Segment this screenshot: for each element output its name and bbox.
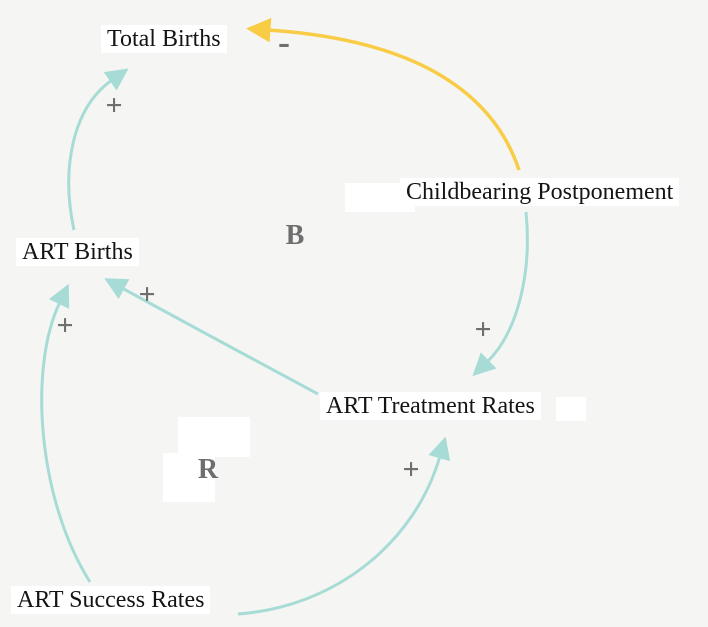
- edge-art-births-to-total-births: [67, 68, 129, 231]
- edge-art-success-to-art-births: [40, 283, 92, 583]
- loop-balancing-label: B: [285, 220, 305, 251]
- polarity-sign-art-treatment-to-art-births: +: [138, 278, 156, 311]
- node-art-success-rates: ART Success Rates: [11, 586, 211, 615]
- edge-childbearing-to-art-treatment: [472, 211, 529, 377]
- loop-reinforcing-label: R: [197, 454, 219, 485]
- polarity-sign-art-births-to-total-births: +: [105, 89, 123, 122]
- node-childbearing-postponement: Childbearing Postponement: [400, 178, 680, 207]
- polarity-sign-childbearing-to-art-treatment: +: [474, 313, 492, 346]
- polarity-sign-childbearing-to-total-births: -: [278, 22, 290, 62]
- node-art-treatment-rates: ART Treatment Rates: [320, 392, 541, 421]
- label-backdrop: [556, 397, 586, 421]
- edge-art-success-to-art-treatment: [237, 436, 451, 616]
- node-total-births: Total Births: [101, 25, 227, 54]
- edge-art-treatment-to-art-births: [104, 278, 319, 396]
- polarity-sign-art-success-to-art-treatment: +: [402, 453, 420, 486]
- label-backdrop: [163, 453, 215, 502]
- node-art-births: ART Births: [16, 238, 139, 267]
- label-backdrop: [178, 417, 250, 457]
- edge-childbearing-to-total-births: [245, 17, 521, 171]
- polarity-sign-art-success-to-art-births: +: [56, 309, 74, 342]
